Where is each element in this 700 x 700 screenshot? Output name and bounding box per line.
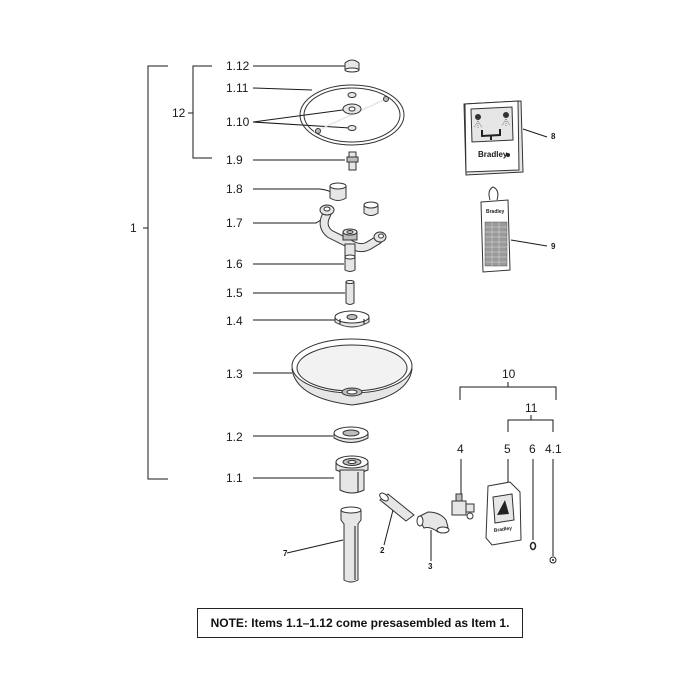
assembly-note: NOTE: Items 1.1–1.12 come presasembled a… [197,608,523,638]
callout-1-2: 1.2 [226,430,243,444]
part-2-pipe: 2 [379,492,415,555]
callout-12: 12 [172,106,186,120]
bracket-item-12: 12 [172,65,212,159]
bracket-item-11: 11 [507,401,554,432]
part-1-12-cap [344,59,360,73]
part-1-9-nozzle [346,151,359,171]
callout-8: 8 [551,132,556,141]
part-4-1-washer [549,459,557,564]
callout-1-7: 1.7 [226,216,243,230]
callout-1-9: 1.9 [226,153,243,167]
callout-3: 3 [428,562,433,571]
part-1-6-coupling [344,254,356,272]
part-1-4-flange [334,310,370,328]
part-1-7-eyewash-heads [319,201,387,258]
part-6-o-ring [529,459,537,551]
part-7-tailpiece: 7 [283,506,362,583]
part-3-elbow: 3 [416,511,450,571]
part-1-2-gasket [333,426,369,443]
part-9-inspection-tag: Bradley 9 [480,186,556,273]
callout-1: 1 [130,221,137,235]
sign-brand-text: Bradley [478,150,508,159]
part-8-sign: Bradley 8 [463,100,556,176]
tag-brand-text: Bradley [486,209,505,215]
part-1-5-pipe-nipple [345,280,355,305]
callout-6: 6 [529,442,536,456]
part-5-parts-kit: Bradley [485,459,522,546]
callout-5: 5 [504,442,511,456]
bracket-item-1: 1 [130,65,168,480]
callout-4-1: 4.1 [545,442,562,456]
assembly-note-text: NOTE: Items 1.1–1.12 come presasembled a… [210,616,510,630]
callout-1-12: 1.12 [226,59,250,73]
callout-10: 10 [502,367,516,381]
kit-brand-text: Bradley [493,525,512,534]
callout-1-4: 1.4 [226,314,243,328]
bracket-item-10: 10 [459,367,557,400]
callout-1-11: 1.11 [226,81,249,95]
callout-9: 9 [551,242,556,251]
part-1-8-dust-cap [329,182,347,201]
callout-1-5: 1.5 [226,286,243,300]
callout-4: 4 [457,442,464,456]
callout-1-1: 1.1 [226,471,243,485]
part-1-11-spray-ring [299,84,405,146]
part-4-valve: 4 [451,442,475,520]
leader-lines [252,65,351,479]
callout-2: 2 [380,546,385,555]
callout-1-3: 1.3 [226,367,243,381]
callout-1-6: 1.6 [226,257,243,271]
callout-1-8: 1.8 [226,182,243,196]
callout-7: 7 [283,549,288,558]
part-1-3-bowl [291,338,413,406]
callout-11: 11 [525,401,538,415]
callout-1-10: 1.10 [226,115,250,129]
part-1-1-drain [335,455,369,494]
